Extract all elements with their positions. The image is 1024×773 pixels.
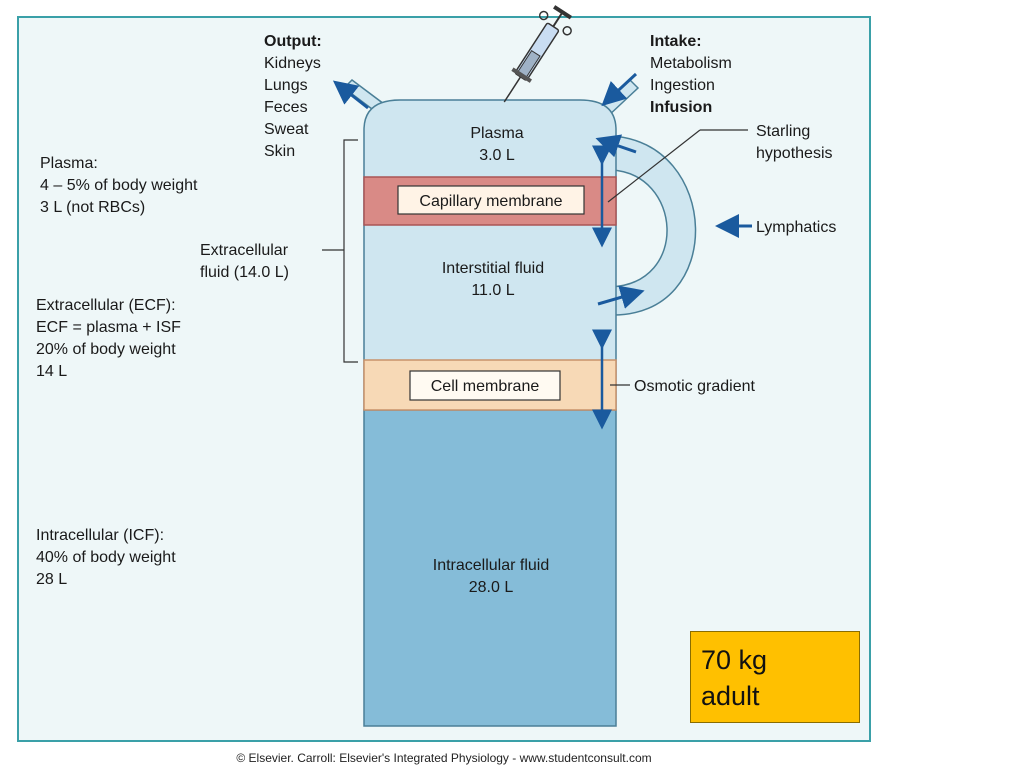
badge-line: 70 kg [701,645,768,675]
output-title: Output: [264,33,322,50]
extracellular-bracket [343,139,358,363]
syringe-icon [503,5,572,103]
interstitial-name: Interstitial fluid [442,260,544,277]
ecf-note: ECF = plasma + ISF [36,319,181,336]
body-weight-badge: 70 kg adult [690,631,860,723]
intake-item: Metabolism [650,55,732,72]
intake-infusion: Infusion [650,99,712,116]
output-item: Feces [264,99,308,116]
plasma-note: 3 L (not RBCs) [40,199,145,216]
intracellular-volume: 28.0 L [469,579,514,596]
starling-leader [607,129,701,203]
intake-arrow [601,72,638,107]
starling-label-line2: hypothesis [756,145,833,162]
output-item: Sweat [264,121,309,138]
cell-membrane-label: Cell membrane [431,378,540,395]
icf-note: Intracellular (ICF): [36,527,164,544]
extracellular-bracket-label: Extracellular [200,242,289,259]
lymph-uptake-arrow [597,285,645,309]
output-item: Kidneys [264,55,321,72]
ecf-note: 14 L [36,363,67,380]
interstitial-volume: 11.0 L [471,282,514,299]
capillary-membrane-box [397,185,585,215]
ecf-note: 20% of body weight [36,341,176,358]
copyright-footer: © Elsevier. Carroll: Elsevier's Integrat… [236,751,651,765]
osmotic-label: Osmotic gradient [634,378,755,395]
icf-note: 28 L [36,571,67,588]
plasma-volume: 3.0 L [479,147,515,164]
plasma-note: 4 – 5% of body weight [40,177,198,194]
output-item: Lungs [264,77,308,94]
icf-note: 40% of body weight [36,549,176,566]
output-item: Skin [264,143,295,160]
capillary-membrane-label: Capillary membrane [419,193,562,210]
intracellular-name: Intracellular fluid [433,557,550,574]
extracellular-bracket-label: fluid (14.0 L) [200,264,289,281]
lymphatics-label: Lymphatics [756,219,836,236]
plasma-note: Plasma: [40,155,98,172]
cell-membrane-box [409,370,561,401]
badge-line: adult [701,681,760,711]
plasma-name: Plasma [470,125,523,142]
output-arrow [332,80,369,110]
intake-item: Ingestion [650,77,715,94]
lymph-return-arrow [595,134,637,158]
intake-title: Intake: [650,33,702,50]
ecf-note: Extracellular (ECF): [36,297,176,314]
starling-label-line1: Starling [756,123,810,140]
intracellular-compartment [363,409,617,727]
